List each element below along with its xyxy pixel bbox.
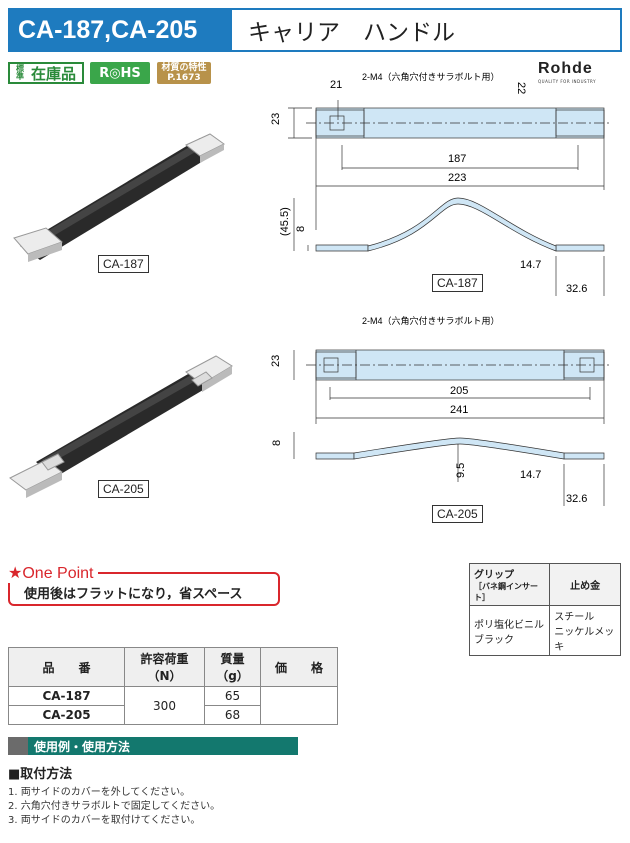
- brand-tagline: QUALITY FOR INDUSTRY: [538, 79, 597, 84]
- material-badge-line2: P.1673: [167, 73, 201, 83]
- stock-badge-kanji: 標準: [15, 64, 24, 81]
- material-table: グリップ［バネ鋼インサート］ 止め金 ポリ塩化ビニルブラック スチールニッケルメ…: [468, 563, 621, 656]
- ca187-dim-32-6: 32.6: [566, 283, 587, 295]
- spec-header-mass: 質量（g）: [204, 647, 261, 687]
- ca205-photo-label: CA-205: [98, 480, 149, 498]
- ca205-dim-23: 23: [270, 355, 282, 367]
- spec-header-load: 許容荷重（N）: [124, 647, 205, 687]
- one-point-box: [8, 572, 280, 606]
- spec-table: 品 番 許容荷重（N） 質量（g） 価 格 CA-187 300 65 CA-2…: [8, 647, 338, 725]
- ca205-photo: [9, 355, 233, 498]
- spec-part: CA-205: [8, 705, 125, 725]
- spec-price: [260, 686, 338, 725]
- mounting-title: ■取付方法: [8, 767, 73, 782]
- material-header-fastener: 止め金: [549, 563, 621, 606]
- ca187-photo-label: CA-187: [98, 255, 149, 273]
- ca205-dim-32-6: 32.6: [566, 493, 587, 505]
- ca205-dim-241: 241: [450, 404, 468, 416]
- ca205-dim-14-7: 14.7: [520, 469, 541, 481]
- model-title: CA-187,CA-205: [10, 10, 232, 50]
- mount-step: 3. 両サイドのカバーを取付けてください。: [8, 815, 201, 826]
- material-grip: ポリ塩化ビニルブラック: [468, 605, 551, 656]
- ca187-dim-23: 23: [270, 113, 282, 125]
- mount-step: 2. 六角穴付きサラボルトで固定してください。: [8, 801, 221, 812]
- ca187-bolt-note: 2-M4（六角穴付きサラボルト用）: [362, 71, 500, 82]
- material-header-grip: グリップ［バネ鋼インサート］: [468, 563, 551, 606]
- ca205-dim-205: 205: [450, 385, 468, 397]
- ca187-drawing-label: CA-187: [432, 274, 483, 292]
- ca205-drawing-label: CA-205: [432, 505, 483, 523]
- ca187-dim-45-5: (45.5): [279, 207, 291, 236]
- ca205-dim-8: 8: [271, 440, 283, 446]
- page-header: CA-187,CA-205 キャリア ハンドル: [8, 8, 622, 52]
- one-point-text: 使用後はフラットになり，省スペース: [24, 587, 243, 602]
- ca187-dim-22: 22: [515, 82, 527, 94]
- ca187-drawing: 2-M4（六角穴付きサラボルト用） 21 22 23 187 223 (45.5…: [270, 71, 612, 296]
- ca205-drawing: 2-M4（六角穴付きサラボルト用） 23 205 241 8 9.5 14.7 …: [270, 315, 612, 506]
- spec-header-part: 品 番: [8, 647, 125, 687]
- spec-part: CA-187: [8, 686, 125, 706]
- ca187-dim-21: 21: [330, 79, 342, 91]
- table-row: CA-187 300 65: [8, 686, 338, 725]
- ca187-dim-187: 187: [448, 153, 466, 165]
- ca187-dim-8: 8: [295, 226, 307, 232]
- material-badge-line1: 材質の特性: [161, 63, 207, 73]
- brand-logo: Rohde: [538, 60, 593, 77]
- mount-step: 1. 両サイドのカバーを外してください。: [8, 787, 191, 798]
- ca187-dim-14-7: 14.7: [520, 259, 541, 271]
- material-fastener: スチールニッケルメッキ: [549, 605, 621, 656]
- ca187-photo: [13, 133, 225, 262]
- spec-mass: 68: [204, 705, 261, 725]
- spec-mass: 65: [204, 686, 261, 706]
- product-name: キャリア ハンドル: [248, 20, 455, 46]
- stock-badge-label: 在庫品: [30, 64, 76, 83]
- material-badge[interactable]: 材質の特性 P.1673: [157, 62, 211, 84]
- ca187-dim-223: 223: [448, 172, 466, 184]
- stock-badge: 標準 在庫品: [8, 62, 84, 84]
- ca205-bolt-note: 2-M4（六角穴付きサラボルト用）: [362, 315, 500, 326]
- ca205-dim-9-5: 9.5: [455, 463, 467, 478]
- spec-load: 300: [124, 686, 205, 725]
- rohs-badge: R◎HS: [90, 62, 150, 84]
- usage-section-bar: 使用例・使用方法: [8, 737, 298, 755]
- spec-header-price: 価 格: [260, 647, 338, 687]
- table-row: CA-205 68: [8, 705, 338, 725]
- one-point-title: ★One Point: [8, 563, 98, 583]
